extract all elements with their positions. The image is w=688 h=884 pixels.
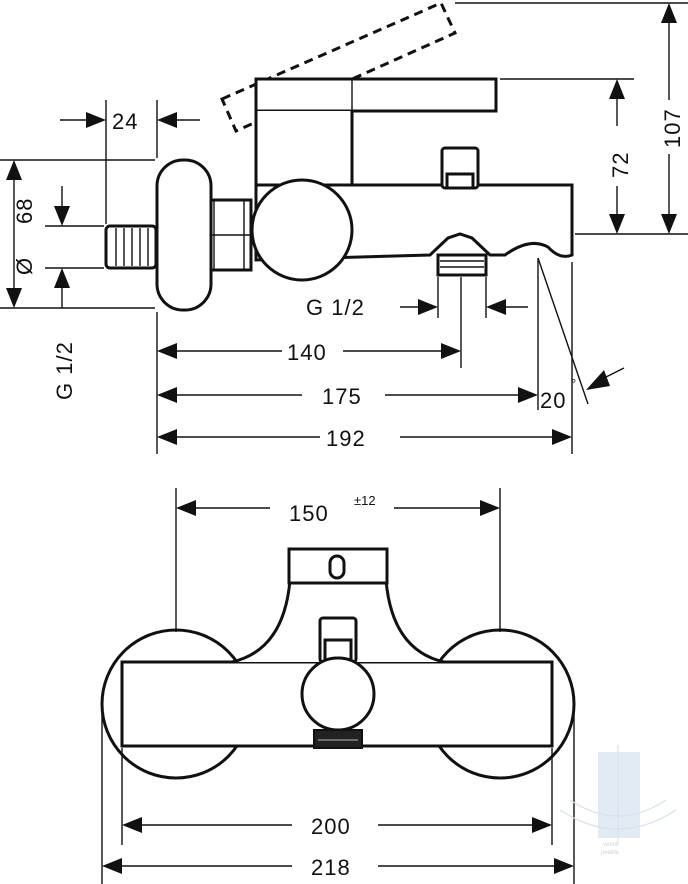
label-inlet-g12: G 1/2 (52, 341, 77, 400)
front-outlet (313, 729, 363, 749)
label-angle: 20 (540, 388, 566, 413)
front-cartridge (300, 656, 376, 732)
dimension-140: 140 (157, 340, 461, 365)
dimension-72: 72 (500, 78, 688, 235)
label-angle-unit: ° (571, 376, 576, 391)
front-view: 150 ±12 200 218 (100, 488, 576, 884)
label-218: 218 (311, 855, 351, 880)
dimension-angle-20: 20 ° (537, 257, 625, 413)
dimension-200: 200 (122, 814, 552, 839)
watermark: venni peeble (559, 745, 677, 856)
dimension-150: 150 ±12 (175, 488, 501, 632)
lever-handle (254, 77, 498, 113)
watermark-line2: peeble (601, 850, 620, 856)
dimension-218: 218 (102, 855, 574, 880)
label-72: 72 (608, 152, 633, 178)
label-150: 150 (289, 501, 329, 526)
label-24: 24 (112, 109, 138, 134)
dimension-175: 175 (157, 384, 538, 409)
dimension-107: 107 (455, 2, 688, 234)
label-140: 140 (287, 340, 327, 365)
threaded-connector (104, 224, 158, 270)
wall-rosette (155, 158, 213, 312)
dimension-24: 24 (60, 100, 200, 224)
label-150-tolerance: ±12 (354, 493, 376, 508)
dimension-192: 192 (157, 426, 572, 451)
label-68: 68 (12, 198, 37, 224)
label-200: 200 (311, 814, 351, 839)
mixer-cartridge (250, 178, 354, 282)
label-outlet-g12: G 1/2 (306, 295, 365, 320)
label-107: 107 (660, 108, 685, 148)
label-175: 175 (322, 384, 362, 409)
dimension-inlet-g12: G 1/2 (45, 186, 104, 400)
lever-raised-outline (220, 1, 458, 133)
watermark-line1: venni (603, 842, 617, 848)
label-192: 192 (326, 426, 366, 451)
dimension-outlet-g12: G 1/2 (306, 277, 528, 320)
dimension-diameter-68: 68 Ø (0, 159, 155, 309)
label-diameter: Ø (12, 257, 37, 275)
side-view: 24 68 Ø G 1/2 (0, 1, 688, 454)
outlet-thread (436, 253, 488, 277)
